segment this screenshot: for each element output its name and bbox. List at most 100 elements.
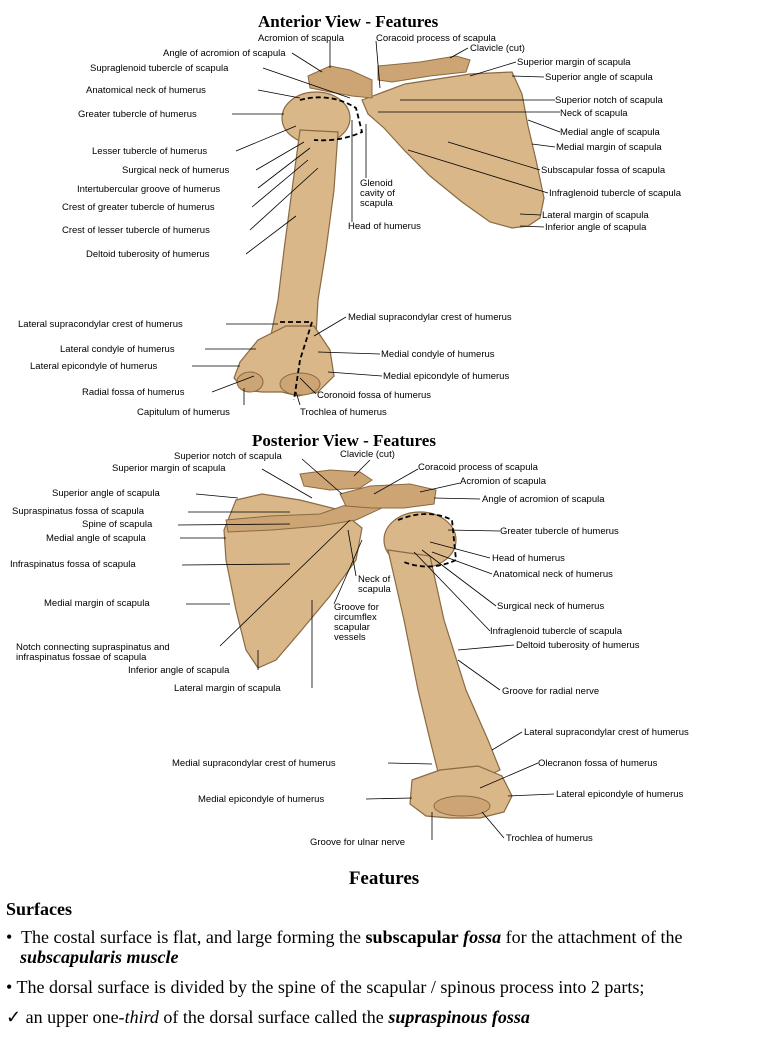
label-capitulum: Capitulum of humerus [137, 407, 230, 418]
check-mark: ✓ [6, 1007, 22, 1027]
bullet1-mid: for the attachment of the [501, 927, 683, 947]
anterior-view-title: Anterior View - Features [258, 12, 439, 31]
anterior-supracondylar-dashes [280, 321, 314, 401]
label-superior-margin: Superior margin of scapula [517, 57, 631, 68]
anterior-clavicle-shape [377, 55, 471, 83]
label-p-notch-2: infraspinatus fossae of scapula [16, 652, 147, 663]
label-p-ulnar-groove: Groove for ulnar nerve [310, 837, 405, 848]
check1-pre: an upper one- [25, 1007, 125, 1027]
label-lat-supracondylar: Lateral supracondylar crest of humerus [18, 319, 183, 330]
label-crest-lesser: Crest of lesser tubercle of humerus [62, 225, 210, 236]
posterior-view-title: Posterior View - Features [252, 431, 436, 450]
label-p-surgical-neck: Surgical neck of humerus [497, 601, 604, 612]
bullet-costal-surface: • The costal surface is flat, and large … [6, 927, 764, 967]
posterior-clavicle-shape [299, 469, 373, 491]
label-radial-fossa: Radial fossa of humerus [82, 387, 185, 398]
anterior-acromion-shape [307, 65, 373, 99]
label-superior-notch: Superior notch of scapula [555, 95, 663, 106]
label-p-superior-margin: Superior margin of scapula [112, 463, 226, 474]
label-p-lat-epicondyle: Lateral epicondyle of humerus [556, 789, 684, 800]
label-infraglenoid: Infraglenoid tubercle of scapula [549, 188, 682, 199]
label-p-inferior-angle: Inferior angle of scapula [128, 665, 230, 676]
posterior-neck-dashes [397, 513, 457, 568]
label-acromion: Acromion of scapula [258, 33, 345, 44]
label-head-humerus: Head of humerus [348, 221, 421, 232]
label-p-medial-margin: Medial margin of scapula [44, 598, 150, 609]
label-subscapular-fossa: Subscapular fossa of scapula [541, 165, 666, 176]
bullet-dorsal-surface: • The dorsal surface is divided by the s… [6, 977, 764, 997]
section-heading: Surfaces [6, 899, 72, 919]
label-p-medial-angle: Medial angle of scapula [46, 533, 147, 544]
bullet-mark: • [6, 977, 13, 997]
label-crest-greater: Crest of greater tubercle of humerus [62, 202, 215, 213]
label-p-neck-1: Neck of [358, 574, 391, 585]
label-p-groove-4: vessels [334, 632, 366, 643]
check1-bold-supraspinous: supraspinous fossa [388, 1007, 530, 1027]
bullet1-bold-muscle: subscapularis muscle [20, 947, 179, 967]
label-p-groove-1: Groove for [334, 602, 379, 613]
posterior-trochlea-shape [433, 795, 491, 817]
label-p-anatomical-neck: Anatomical neck of humerus [493, 569, 613, 580]
check1-italic-third: third [124, 1007, 159, 1027]
label-p-groove-2: circumflex [334, 612, 377, 623]
label-p-supraspinatus: Supraspinatus fossa of scapula [12, 506, 145, 517]
posterior-acromion-shape [339, 483, 437, 509]
posterior-leader-lines [177, 458, 555, 840]
label-trochlea: Trochlea of humerus [300, 407, 387, 418]
body-text: Surfaces • The costal surface is flat, a… [6, 899, 764, 1037]
label-intertubercular: Intertubercular groove of humerus [77, 184, 220, 195]
label-p-olecranon: Olecranon fossa of humerus [538, 758, 658, 769]
label-p-infraglenoid: Infraglenoid tubercle of scapula [490, 626, 623, 637]
label-superior-angle: Superior angle of scapula [545, 72, 653, 83]
label-p-groove-3: scapular [334, 622, 370, 633]
label-inferior-angle: Inferior angle of scapula [545, 222, 647, 233]
label-p-deltoid: Deltoid tuberosity of humerus [516, 640, 640, 651]
anterior-leader-lines [192, 40, 561, 406]
bullet1-pre: The costal surface is flat, and large fo… [21, 927, 366, 947]
label-med-epicondyle: Medial epicondyle of humerus [383, 371, 509, 382]
figure-caption: Features [348, 868, 420, 889]
anterior-scapula-shape [361, 71, 545, 229]
label-clavicle: Clavicle (cut) [470, 43, 525, 54]
label-p-superior-angle: Superior angle of scapula [52, 488, 160, 499]
label-p-spine: Spine of scapula [82, 519, 153, 530]
label-medial-angle: Medial angle of scapula [560, 127, 661, 138]
label-surgical-neck: Surgical neck of humerus [122, 165, 229, 176]
label-p-acromion: Acromion of scapula [460, 476, 547, 487]
label-anatomical-neck: Anatomical neck of humerus [86, 85, 206, 96]
label-med-condyle: Medial condyle of humerus [381, 349, 495, 360]
bullet1-bold-fossa: fossa [463, 927, 502, 947]
anatomy-figure: Anterior View - Features [10, 12, 689, 848]
label-angle-acromion: Angle of acromion of scapula [163, 48, 286, 59]
label-p-head-humerus: Head of humerus [492, 553, 565, 564]
label-med-supracondylar: Medial supracondylar crest of humerus [348, 312, 512, 323]
label-lesser-tubercle: Lesser tubercle of humerus [92, 146, 207, 157]
label-glenoid-2: cavity of [360, 188, 395, 199]
bullet-mark: • [6, 927, 13, 947]
label-p-trochlea: Trochlea of humerus [506, 833, 593, 844]
label-p-clavicle: Clavicle (cut) [340, 449, 395, 460]
label-coracoid: Coracoid process of scapula [376, 33, 497, 44]
label-lat-condyle: Lateral condyle of humerus [60, 344, 175, 355]
label-neck-scapula: Neck of scapula [560, 108, 628, 119]
anterior-trochlea-shape [279, 372, 321, 396]
label-glenoid-3: scapula [360, 198, 393, 209]
label-p-notch-1: Notch connecting supraspinatus and [16, 642, 170, 653]
check1-mid: of the dorsal surface called the [158, 1007, 389, 1027]
check-upper-third: ✓ an upper one-third of the dorsal surfa… [6, 1007, 764, 1027]
posterior-scapula-shape [223, 493, 363, 669]
bullet1-bold-subscapular: subscapular [365, 927, 459, 947]
label-p-lat-supracondylar: Lateral supracondylar crest of humerus [524, 727, 689, 738]
label-p-coracoid: Coracoid process of scapula [418, 462, 539, 473]
label-p-superior-notch: Superior notch of scapula [174, 451, 282, 462]
label-p-neck-2: scapula [358, 584, 391, 595]
bullet2-text: The dorsal surface is divided by the spi… [16, 977, 645, 997]
label-supraglenoid: Supraglenoid tubercle of scapula [90, 63, 229, 74]
label-p-med-supracondylar: Medial supracondylar crest of humerus [172, 758, 336, 769]
label-greater-tubercle: Greater tubercle of humerus [78, 109, 197, 120]
label-p-lateral-margin: Lateral margin of scapula [174, 683, 281, 694]
label-lateral-margin: Lateral margin of scapula [542, 210, 649, 221]
label-p-infraspinatus: Infraspinatus fossa of scapula [10, 559, 136, 570]
label-lat-epicondyle: Lateral epicondyle of humerus [30, 361, 158, 372]
label-p-radial-groove: Groove for radial nerve [502, 686, 599, 697]
